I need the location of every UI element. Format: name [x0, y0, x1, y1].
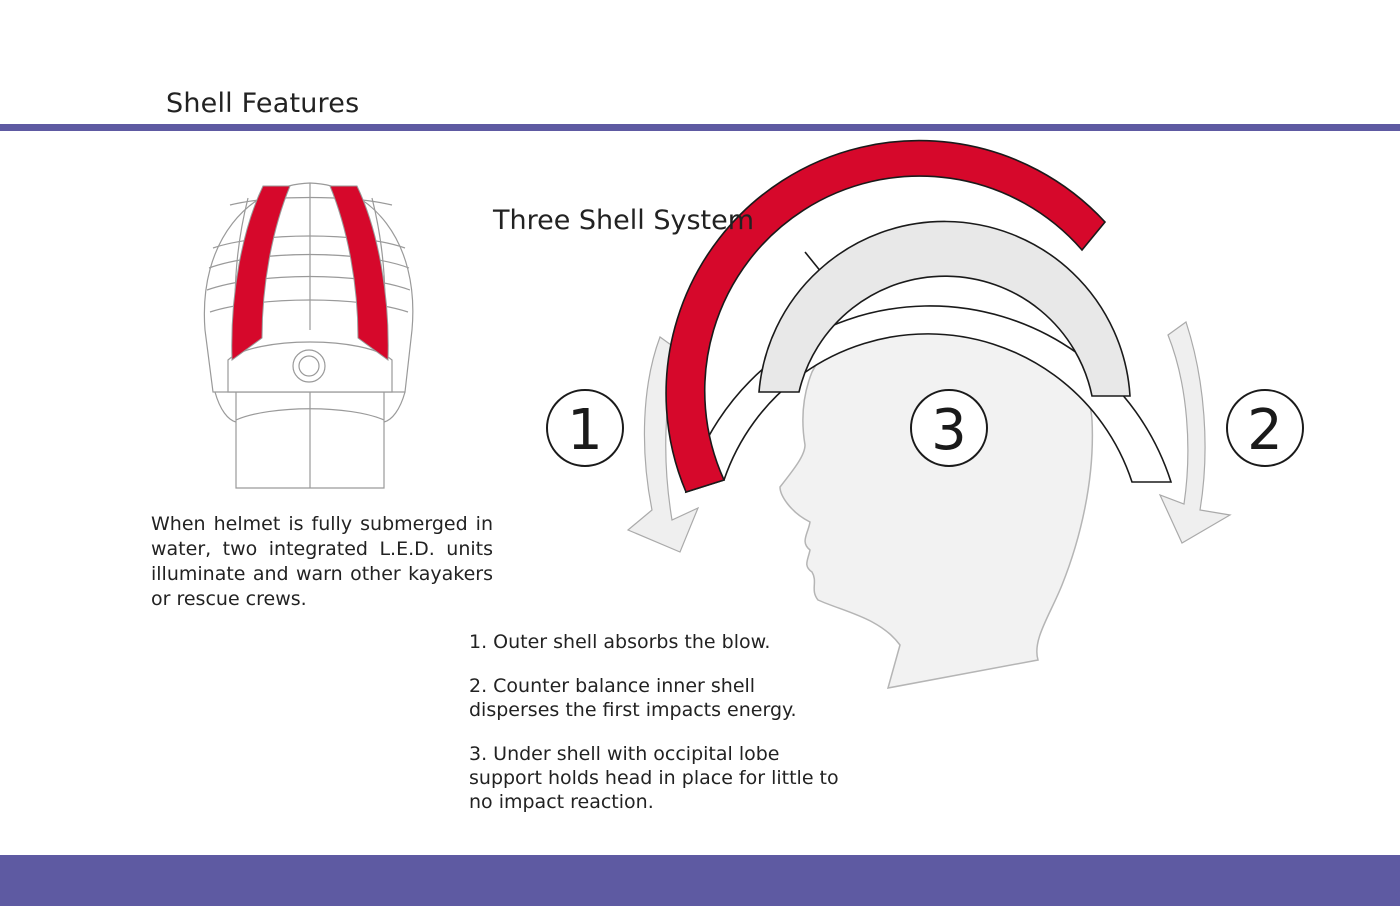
header-rule [0, 124, 1400, 131]
shell-point-2: 2. Counter balance inner shell disperses… [469, 675, 797, 721]
three-shell-title: Three Shell System [493, 205, 755, 236]
marker-3: 3 [910, 389, 988, 467]
marker-1: 1 [546, 389, 624, 467]
red-outer-shell [665, 139, 1107, 493]
footer-band [0, 855, 1400, 906]
inner-gray-shell [758, 220, 1131, 397]
led-strip-left [231, 185, 291, 361]
marker-3-label: 3 [931, 398, 967, 463]
marker-2: 2 [1226, 389, 1304, 467]
marker-2-label: 2 [1247, 398, 1283, 463]
page-title: Shell Features [166, 88, 360, 119]
shell-points-list: 1. Outer shell absorbs the blow. 2. Coun… [469, 630, 839, 834]
right-impact-arrow [1158, 321, 1232, 544]
shell-point-1: 1. Outer shell absorbs the blow. [469, 631, 771, 653]
led-strip-right [329, 185, 389, 361]
led-description: When helmet is fully submerged in water,… [151, 513, 493, 610]
shell-point-3: 3. Under shell with occipital lobe suppo… [469, 743, 839, 813]
marker-1-label: 1 [567, 398, 603, 463]
